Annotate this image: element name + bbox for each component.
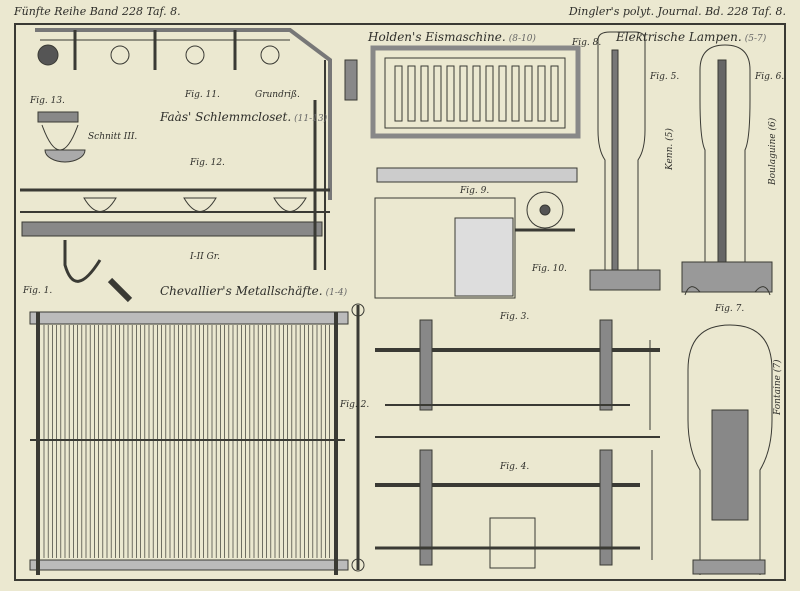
ice-cell [394,65,403,122]
ice-cell [433,65,442,122]
lamp-fig7 [687,324,773,575]
title-text: Holden's Eismaschine. [368,30,506,44]
eismaschine-drawing [370,45,581,299]
section-title-eismaschine: Holden's Eismaschine.(8-10) [368,30,536,44]
fig9-label: Fig. 9. [460,186,490,196]
boulaguine-caption: Boulaguine (6) [768,117,778,185]
ice-cell [472,65,481,122]
grundriss-caption: Grundriß. [255,90,300,100]
ice-cell [459,65,468,122]
title-range: (8-10) [508,34,536,44]
ice-cell [420,65,429,122]
section-title-metallschaefte: Chevallier's Metallschäfte.(1-4) [160,284,347,298]
closet-bowl [183,197,217,212]
schlemmcloset-drawing [20,28,358,303]
fig10-label: Fig. 10. [532,264,567,274]
title-range: (5-7) [744,34,767,44]
kenn-caption: Kenn. (5) [665,128,675,170]
schnitt-caption: Schnitt III. [88,132,138,142]
plate-header-left: Fünfte Reihe Band 228 Taf. 8. [14,5,181,18]
ice-cell [485,65,494,122]
metallschaefte-fig1 [29,303,365,575]
plate-header-right: Dingler's polyt. Journal. Bd. 228 Taf. 8… [568,5,786,18]
fig6-label: Fig. 6. [755,72,785,82]
fig12-label: Fig. 12. [190,158,225,168]
fig3-label: Fig. 3. [500,312,530,322]
fig1-label: Fig. 1. [23,286,53,296]
fig11-label: Fig. 11. [185,90,220,100]
lamp-drawings [589,31,773,296]
ice-cell [524,65,533,122]
fig7-label: Fig. 7. [715,304,745,314]
plate-border [14,23,786,581]
closet-bowl [273,197,307,212]
fig13-label: Fig. 13. [30,96,65,106]
ice-cell [446,65,455,122]
fig2-label: Fig. 2. [340,400,370,410]
metallschaefte-fig3-4 [375,319,660,569]
title-text: Chevallier's Metallschäfte. [160,284,323,298]
fig8-label: Fig. 8. [572,38,602,48]
section-title-lampen: Elektrische Lampen.(5-7) [616,30,766,44]
section-title-schlemmcloset: Faàs' Schlemmcloset.(11-13) [160,110,327,124]
ice-cell [511,65,520,122]
fontaine-caption: Fontaine (7) [773,359,783,415]
schnitt-gr-caption: I-II Gr. [190,252,220,262]
title-range: (11-13) [294,114,328,124]
title-range: (1-4) [325,288,348,298]
closet-bowl [83,197,117,212]
title-text: Elektrische Lampen. [616,30,742,44]
ice-cell [407,65,416,122]
ice-cell [537,65,546,122]
ice-cell [550,65,559,122]
title-text: Faàs' Schlemmcloset. [160,110,292,124]
fig5-label: Fig. 5. [650,72,680,82]
ice-cell [498,65,507,122]
fig4-label: Fig. 4. [500,462,530,472]
